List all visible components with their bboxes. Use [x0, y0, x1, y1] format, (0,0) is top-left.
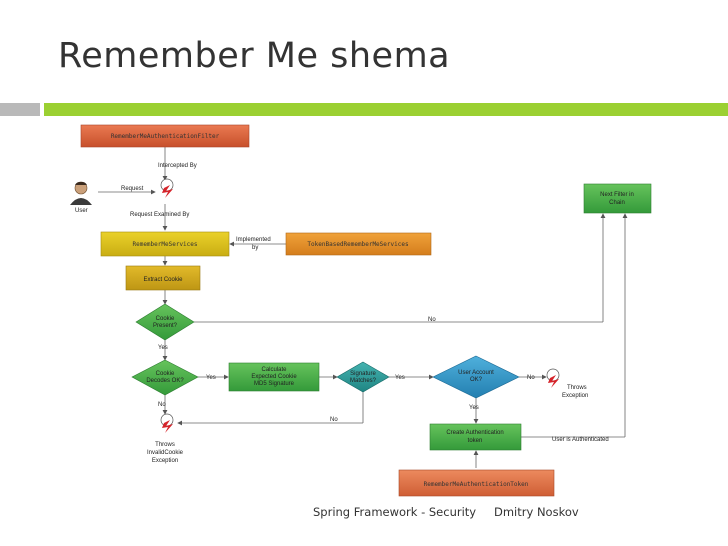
signature-label-2: Matches? — [350, 378, 377, 384]
no-label-4: No — [158, 402, 166, 408]
bolt-icon — [160, 413, 174, 433]
create-auth-label-1: Create Authentication — [446, 430, 503, 436]
auth-token-label: RememberMeAuthenticationToken — [424, 481, 529, 488]
services-box: RememberMeServices — [100, 231, 230, 257]
extract-cookie-box: Extract Cookie — [125, 265, 201, 291]
cookie-decodes-label-2: Decodes OK? — [146, 378, 184, 384]
calculate-signature-box: Calculate Expected Cookie MD5 Signature — [228, 362, 320, 392]
intercepted-by-label: Intercepted By — [158, 163, 197, 169]
bolt-icon — [160, 178, 174, 198]
signature-decision: Signature Matches? — [336, 361, 390, 393]
user-label: User — [75, 208, 88, 214]
next-filter-label-1: Next Filter in — [600, 192, 634, 198]
throws-exception-label-2: Exception — [562, 393, 588, 399]
yes-label-3: Yes — [395, 375, 405, 381]
footer-course: Spring Framework - Security — [313, 505, 477, 519]
throws-invalid-label-3: Exception — [152, 458, 178, 464]
create-auth-label-2: token — [468, 438, 483, 444]
signature-label-1: Signature — [350, 371, 376, 377]
auth-token-box: RememberMeAuthenticationToken — [398, 469, 555, 497]
user-authenticated-label: User is Authenticated — [552, 437, 609, 443]
yes-label-4: Yes — [469, 405, 479, 411]
services-label: RememberMeServices — [132, 241, 197, 248]
connectors — [98, 147, 628, 468]
title-underline-gray — [0, 103, 40, 116]
next-filter-box: Next Filter in Chain — [583, 183, 652, 214]
cookie-decodes-label-1: Cookie — [156, 371, 175, 377]
throws-invalid-label-2: InvalidCookie — [147, 450, 184, 456]
slide-title: Remember Me shema — [58, 36, 451, 76]
no-label-1: No — [428, 317, 436, 323]
yes-label-2: Yes — [206, 375, 216, 381]
footer-author: Dmitry Noskov — [494, 505, 579, 519]
next-filter-label-2: Chain — [609, 200, 625, 206]
no-label-3: No — [330, 417, 338, 423]
extract-cookie-label: Extract Cookie — [143, 277, 183, 283]
user-icon — [70, 181, 92, 205]
cookie-present-label-1: Cookie — [156, 316, 175, 322]
yes-label-1: Yes — [158, 345, 168, 351]
request-examined-label: Request Examined By — [130, 212, 189, 218]
no-label-2: No — [527, 375, 535, 381]
title-underline-green — [44, 103, 728, 116]
cookie-present-decision: Cookie Present? — [135, 303, 195, 341]
token-services-box: TokenBasedRememberMeServices — [285, 232, 432, 256]
implemented-label-2: by — [252, 245, 258, 251]
cookie-present-label-2: Present? — [153, 323, 178, 329]
filter-label: RememberMeAuthenticationFilter — [111, 133, 220, 140]
create-auth-token-box: Create Authentication token — [429, 423, 522, 451]
request-label: Request — [121, 186, 144, 192]
calculate-label-1: Calculate — [261, 367, 287, 373]
user-account-label-1: User Account — [458, 370, 494, 376]
bolt-icon — [546, 368, 560, 388]
implemented-label-1: Implemented — [236, 237, 271, 243]
user-account-label-2: OK? — [470, 377, 483, 383]
user-account-decision: User Account OK? — [432, 355, 520, 399]
filter-box: RememberMeAuthenticationFilter — [80, 124, 250, 148]
calculate-label-3: MD5 Signature — [254, 381, 295, 387]
cookie-decodes-decision: Cookie Decodes OK? — [131, 359, 199, 396]
throws-invalid-label-1: Throws — [155, 442, 175, 448]
token-services-label: TokenBasedRememberMeServices — [307, 241, 409, 248]
calculate-label-2: Expected Cookie — [251, 374, 297, 380]
throws-exception-label-1: Throws — [567, 385, 587, 391]
